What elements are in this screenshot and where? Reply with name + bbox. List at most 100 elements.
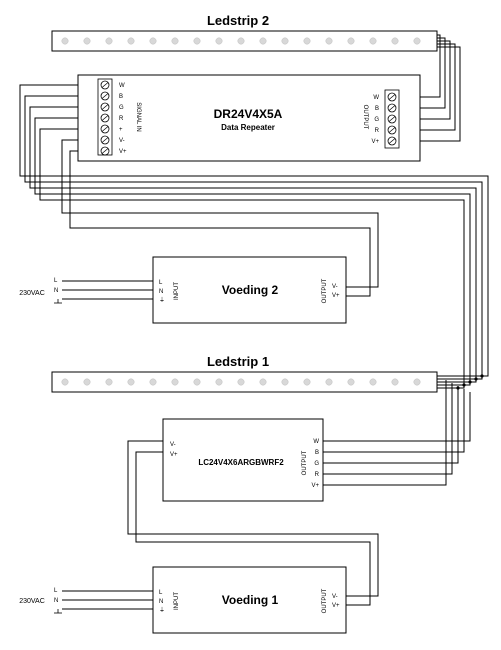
led	[281, 37, 289, 45]
ledstrip1-leds	[61, 378, 421, 386]
led	[413, 378, 421, 386]
psu1-output-label: OUTPUT	[322, 588, 328, 613]
psu1-input-pin: N	[159, 599, 163, 605]
led	[369, 37, 377, 45]
led	[215, 37, 223, 45]
led	[303, 37, 311, 45]
psu2-output-label: OUTPUT	[322, 278, 328, 303]
psu1-input-label: INPUT	[174, 592, 180, 610]
led	[259, 37, 267, 45]
psu2-mains-pin: L	[54, 278, 58, 284]
junction-dot	[462, 383, 466, 387]
led	[303, 378, 311, 386]
repeater-name: DR24V4X5A	[214, 107, 283, 121]
led	[105, 378, 113, 386]
controller-output-wire	[323, 383, 453, 475]
repeater-output-pin: R	[375, 128, 380, 134]
led	[259, 378, 267, 386]
psu2-input-pin: ⏚	[159, 297, 165, 304]
ledstrip2-title: Ledstrip 2	[207, 13, 269, 28]
repeater-input-wire	[19, 84, 489, 377]
junction-dot	[480, 374, 484, 378]
ledstrip2-leds	[61, 37, 421, 45]
led	[83, 37, 91, 45]
repeater-input-pin: V-	[119, 138, 125, 144]
led	[171, 37, 179, 45]
psu2-output-pin: V-	[332, 284, 338, 290]
led	[149, 378, 157, 386]
psu1-vplus-wire	[135, 451, 371, 606]
led	[325, 378, 333, 386]
controller-output-wire	[323, 389, 465, 453]
led	[61, 37, 69, 45]
led	[237, 378, 245, 386]
junction-dot	[468, 380, 472, 384]
controller-name: LC24V4X6ARGBWRF2	[198, 458, 284, 467]
controller-output-pin: G	[314, 461, 319, 467]
led	[413, 37, 421, 45]
led	[193, 378, 201, 386]
repeater-output-pin: B	[375, 106, 379, 112]
controller-output-label: OUTPUT	[302, 450, 308, 475]
ledstrip1	[51, 371, 438, 393]
junction-dot	[456, 386, 460, 390]
ledstrip2-wire	[396, 40, 451, 120]
led	[83, 378, 91, 386]
psu1-box	[152, 566, 347, 634]
psu2-output-pin: V+	[332, 293, 340, 299]
psu2-input-pin: L	[159, 280, 163, 286]
psu2-vplus-wire	[69, 150, 371, 297]
psu2-mains-label: 230VAC	[19, 290, 45, 297]
led	[61, 378, 69, 386]
repeater-input-pin: G	[119, 105, 124, 111]
psu1-input-pin: L	[159, 590, 163, 596]
psu2-input-pin: N	[159, 289, 163, 295]
controller-output-wire	[323, 380, 447, 486]
led	[193, 37, 201, 45]
led	[105, 37, 113, 45]
psu1-input-pin: ⏚	[159, 607, 165, 614]
controller-output-pin: B	[315, 450, 319, 456]
psu2-vminus-wire	[61, 139, 379, 288]
controller-output-wire	[323, 392, 471, 442]
led	[237, 37, 245, 45]
repeater-input-pin: +	[119, 127, 123, 133]
psu1-vminus-wire	[127, 440, 379, 597]
led	[149, 37, 157, 45]
junction-dot	[474, 377, 478, 381]
repeater-output-pin: V+	[371, 139, 379, 145]
controller-output-pin: R	[315, 472, 320, 478]
psu1-mains-label: 230VAC	[19, 598, 45, 605]
controller-output-pin: V+	[311, 483, 319, 489]
controller-input-pin: V+	[170, 452, 178, 458]
led	[325, 37, 333, 45]
led	[347, 378, 355, 386]
led	[127, 37, 135, 45]
psu1-output-pin: V+	[332, 603, 340, 609]
psu1-mains-pin: N	[54, 598, 58, 604]
led	[215, 378, 223, 386]
psu1-mains-pin: L	[54, 588, 58, 594]
wires	[19, 34, 489, 614]
repeater-input-pin: R	[119, 116, 124, 122]
led	[347, 37, 355, 45]
psu2-input-label: INPUT	[174, 282, 180, 300]
repeater-subtitle: Data Repeater	[221, 123, 275, 132]
psu1-output-pin: V-	[332, 594, 338, 600]
controller-box	[162, 418, 324, 502]
led	[369, 378, 377, 386]
psu2-box	[152, 256, 347, 324]
led	[281, 378, 289, 386]
psu1-name: Voeding 1	[222, 593, 279, 607]
ledstrip1-title: Ledstrip 1	[207, 354, 269, 369]
controller-input-pin: V-	[170, 442, 176, 448]
led	[391, 378, 399, 386]
repeater-output-pin: G	[374, 117, 379, 123]
repeater-input-pin: B	[119, 94, 123, 100]
ledstrip2	[51, 30, 438, 52]
ledstrip2-wire	[396, 43, 456, 131]
led	[391, 37, 399, 45]
led	[171, 378, 179, 386]
repeater-output-pin: W	[373, 95, 379, 101]
